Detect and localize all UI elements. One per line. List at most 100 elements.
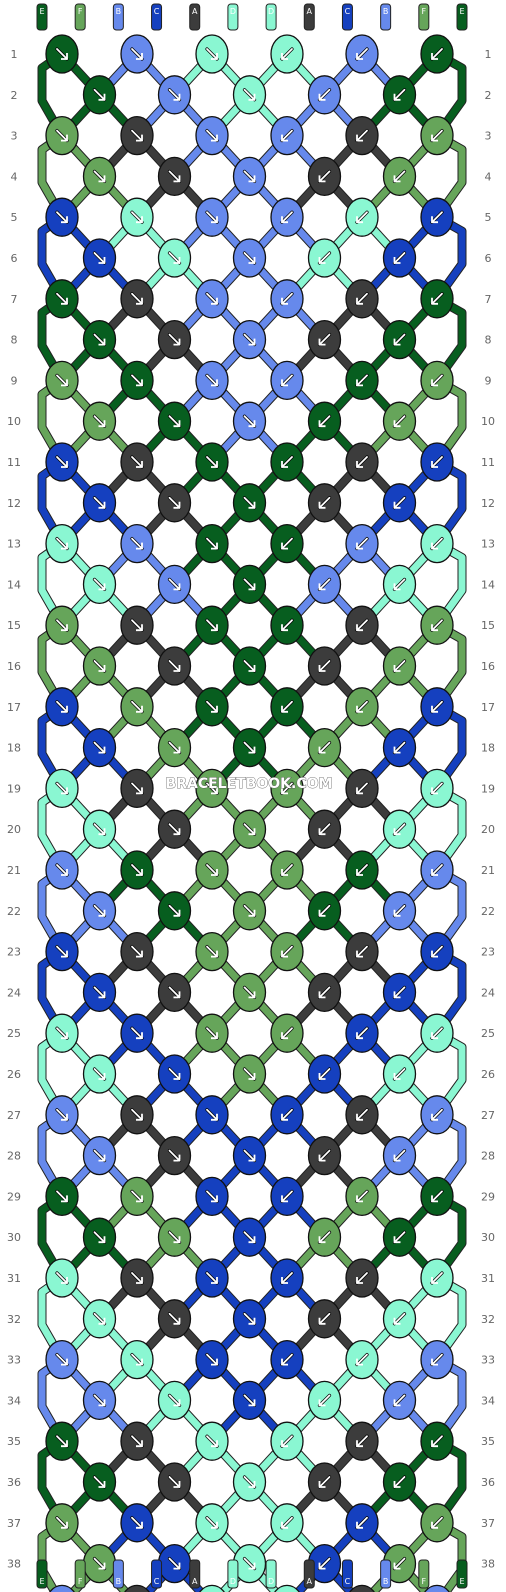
knot-arrow-head bbox=[173, 991, 181, 999]
knot-arrow bbox=[356, 864, 368, 876]
knot-arrow-head bbox=[356, 379, 363, 387]
knot-arrow-head bbox=[173, 1562, 181, 1570]
knot-arrow bbox=[281, 1435, 293, 1448]
row-number-right: 9 bbox=[485, 374, 492, 387]
bottom-strand-stub bbox=[418, 1559, 430, 1589]
knot-arrow-head bbox=[281, 705, 288, 713]
row-number-right: 2 bbox=[485, 89, 492, 102]
knot-arrow-head bbox=[211, 1032, 218, 1040]
knot-arrow-head bbox=[61, 542, 68, 550]
knot-arrow-head bbox=[61, 1521, 68, 1529]
knot-arrow bbox=[356, 1353, 368, 1366]
row-number-right: 14 bbox=[481, 578, 495, 591]
knot-arrow bbox=[356, 700, 368, 713]
knot-arrow-head bbox=[61, 1113, 68, 1121]
knot-arrow-head bbox=[98, 991, 106, 999]
knot-arrow bbox=[431, 1272, 443, 1284]
knot-arrow-head bbox=[136, 297, 143, 305]
knot-arrow-head bbox=[431, 1277, 438, 1284]
knot-arrow-head bbox=[393, 991, 401, 999]
row-number-left: 14 bbox=[7, 578, 21, 591]
knot-arrow bbox=[318, 415, 331, 428]
knot-arrow bbox=[131, 456, 143, 468]
knot-arrow bbox=[168, 88, 181, 101]
knot-arrow bbox=[243, 333, 256, 346]
knot-arrow-head bbox=[431, 1440, 438, 1448]
knot-arrow-head bbox=[393, 1154, 401, 1162]
row-number-right: 5 bbox=[485, 211, 492, 224]
knot-arrow bbox=[243, 986, 256, 999]
knot-arrow bbox=[131, 1516, 143, 1529]
knot-arrow bbox=[356, 129, 368, 142]
knot-arrow-head bbox=[136, 869, 143, 876]
knot-arrow-head bbox=[136, 216, 143, 224]
knot-arrow-head bbox=[98, 338, 106, 346]
knot-arrow bbox=[243, 88, 256, 101]
knot-arrow-head bbox=[61, 624, 68, 632]
knot-arrow bbox=[431, 864, 443, 876]
knot-arrow-head bbox=[318, 1073, 326, 1080]
knot-arrow-head bbox=[173, 1154, 181, 1162]
knot-arrow-head bbox=[61, 53, 68, 60]
knot-arrow-head bbox=[211, 134, 218, 142]
knot-arrow bbox=[243, 170, 256, 183]
knot-arrow bbox=[431, 619, 443, 632]
top-strand-stub bbox=[74, 3, 86, 31]
knot-arrow-head bbox=[431, 950, 438, 958]
knot-arrow-head bbox=[356, 950, 363, 958]
row-number-right: 34 bbox=[481, 1394, 495, 1407]
knot-arrow-head bbox=[61, 787, 68, 795]
knot-arrow bbox=[243, 1476, 256, 1488]
knot-arrow bbox=[243, 578, 256, 591]
knot-arrow bbox=[356, 782, 368, 795]
knot-arrow-head bbox=[356, 1195, 363, 1203]
row-number-right: 33 bbox=[481, 1354, 495, 1367]
row-number-right: 19 bbox=[481, 782, 495, 795]
knot-arrow bbox=[431, 374, 443, 387]
knot-arrow bbox=[56, 619, 68, 632]
knot-arrow bbox=[206, 129, 218, 142]
knot-arrow-head bbox=[356, 869, 363, 876]
row-number-left: 5 bbox=[11, 211, 18, 224]
knot-arrow-head bbox=[318, 1317, 326, 1325]
row-number-left: 3 bbox=[11, 130, 18, 143]
knot-arrow bbox=[93, 252, 106, 264]
row-number-right: 12 bbox=[481, 497, 495, 510]
knot-arrow bbox=[93, 660, 106, 672]
knot-arrow bbox=[206, 1516, 218, 1529]
knot-arrow-head bbox=[98, 1236, 106, 1244]
knot-arrow-head bbox=[393, 501, 401, 509]
row-number-left: 7 bbox=[11, 293, 18, 306]
knot-arrow-head bbox=[173, 1073, 181, 1080]
knot-arrow bbox=[206, 374, 218, 387]
knot-arrow bbox=[318, 1476, 331, 1488]
row-number-left: 18 bbox=[7, 742, 21, 755]
bottom-strand-stub bbox=[380, 1559, 392, 1589]
knot-arrow-head bbox=[173, 1317, 181, 1325]
knot-arrow bbox=[56, 1272, 68, 1284]
knot-arrow-head bbox=[173, 1399, 181, 1407]
knot-arrow bbox=[281, 864, 293, 876]
knot-arrow-head bbox=[356, 624, 363, 632]
knot-arrow bbox=[243, 1312, 256, 1325]
knot-arrow-head bbox=[248, 1399, 256, 1407]
knot-arrow-head bbox=[136, 1277, 143, 1284]
knot-arrow bbox=[393, 578, 406, 591]
knot-arrow-head bbox=[431, 624, 438, 632]
knot-arrow-head bbox=[393, 1073, 401, 1080]
row-number-left: 19 bbox=[7, 782, 21, 795]
knot-arrow-head bbox=[393, 1236, 401, 1244]
knot-arrow-head bbox=[211, 787, 218, 795]
knot-arrow-head bbox=[393, 1317, 401, 1325]
knot-arrow bbox=[93, 823, 106, 836]
knot-arrow-head bbox=[98, 909, 106, 917]
knot-arrow bbox=[93, 88, 106, 101]
knot-arrow-head bbox=[356, 1440, 363, 1448]
knot-arrow bbox=[131, 1353, 143, 1366]
row-number-left: 38 bbox=[7, 1558, 21, 1571]
row-number-right: 21 bbox=[481, 864, 495, 877]
knot-arrow bbox=[281, 211, 293, 224]
knot-arrow bbox=[56, 374, 68, 387]
knot-arrow bbox=[318, 660, 331, 672]
